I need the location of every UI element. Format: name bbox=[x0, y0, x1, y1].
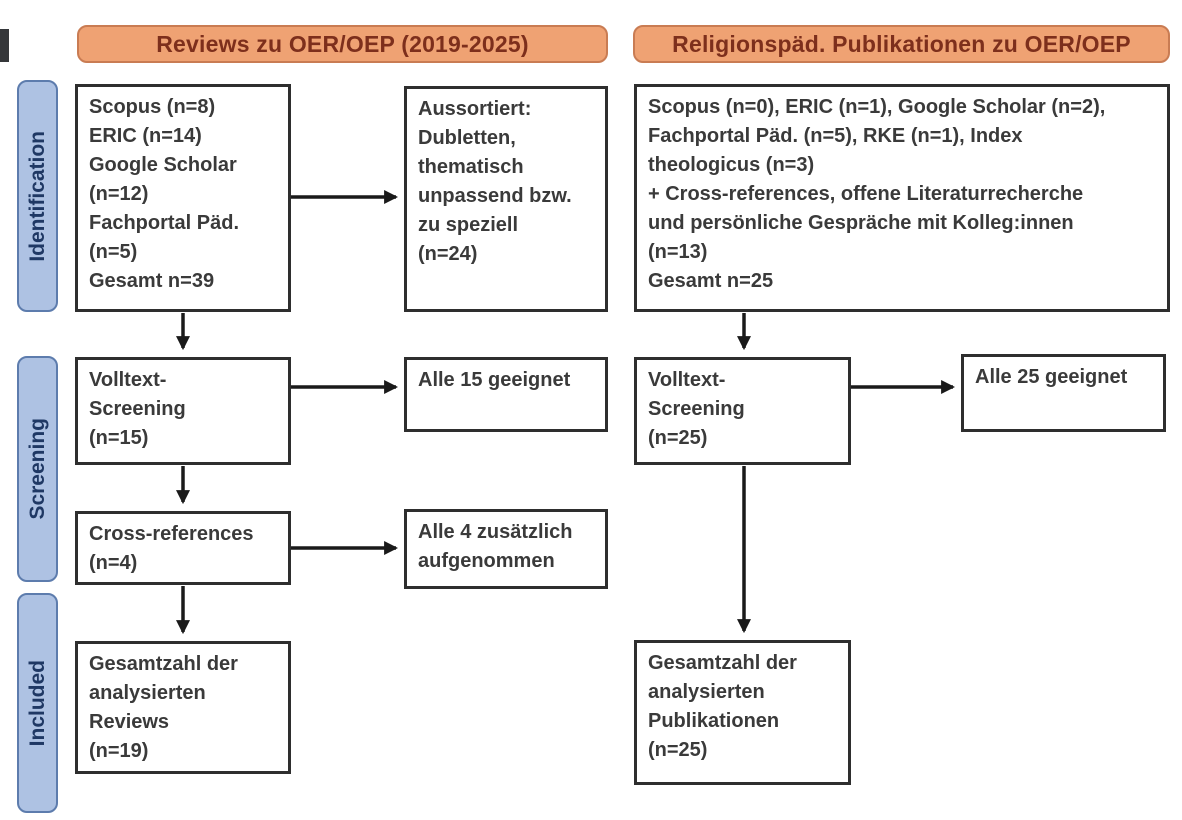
left-edge-mark bbox=[0, 29, 9, 62]
box-right-fulltext-screening: Volltext- Screening (n=25) bbox=[634, 357, 851, 465]
box-right-identification-sources: Scopus (n=0), ERIC (n=1), Google Scholar… bbox=[634, 84, 1170, 312]
box-left-excluded: Aussortiert: Dubletten, thematisch unpas… bbox=[404, 86, 608, 312]
stage-label-identification: Identification bbox=[17, 80, 58, 312]
stage-label-screening: Screening bbox=[17, 356, 58, 582]
stage-label-identification-text: Identification bbox=[25, 130, 49, 262]
column-header-religionspaed: Religionspäd. Publikationen zu OER/OEP bbox=[633, 25, 1170, 63]
box-left-identification-sources: Scopus (n=8) ERIC (n=14) Google Scholar … bbox=[75, 84, 291, 312]
box-left-fulltext-result: Alle 15 geeignet bbox=[404, 357, 608, 432]
box-left-included-total: Gesamtzahl der analysierten Reviews (n=1… bbox=[75, 641, 291, 774]
box-left-fulltext-screening: Volltext- Screening (n=15) bbox=[75, 357, 291, 465]
box-left-cross-references-result: Alle 4 zusätzlich aufgenommen bbox=[404, 509, 608, 589]
stage-label-included-text: Included bbox=[25, 659, 49, 747]
column-header-reviews: Reviews zu OER/OEP (2019-2025) bbox=[77, 25, 608, 63]
box-left-cross-references: Cross-references (n=4) bbox=[75, 511, 291, 585]
stage-label-included: Included bbox=[17, 593, 58, 813]
box-right-included-total: Gesamtzahl der analysierten Publikatione… bbox=[634, 640, 851, 785]
box-right-fulltext-result: Alle 25 geeignet bbox=[961, 354, 1166, 432]
stage-label-screening-text: Screening bbox=[25, 418, 49, 520]
